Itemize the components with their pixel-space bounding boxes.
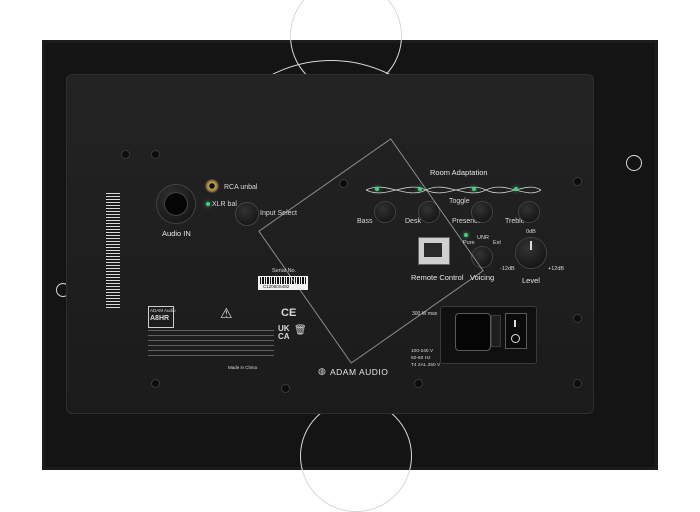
- power-switch-on: [514, 320, 516, 327]
- xlr-input-inner: [165, 193, 187, 215]
- remote-control-port[interactable]: [418, 237, 450, 265]
- audio-in-label: Audio IN: [162, 229, 191, 238]
- level-knob-indicator: [530, 241, 532, 250]
- voicing-mode-pure: Pure: [463, 240, 475, 246]
- xlr-label: XLR bal: [212, 201, 237, 208]
- serial-barcode: [260, 277, 306, 284]
- xlr-led: [206, 202, 210, 206]
- recycle-bin-icon: 🗑: [294, 325, 307, 336]
- treble-button[interactable]: [519, 202, 539, 222]
- power-watts: 300 W max: [412, 311, 438, 317]
- room-led: [472, 187, 476, 191]
- bass-button[interactable]: [375, 202, 395, 222]
- screw: [152, 151, 159, 158]
- treble-label: Treble: [505, 218, 525, 225]
- made-in-label: Made in China: [228, 365, 258, 370]
- serial-value: C12050S482: [263, 284, 290, 289]
- serial-sticker: C12050S482: [258, 276, 308, 290]
- voicing-button[interactable]: [472, 247, 492, 267]
- power-switch[interactable]: [505, 313, 527, 349]
- screw: [415, 380, 422, 387]
- power-fuse: T4 2AL 250 V: [411, 363, 441, 368]
- toggle-label: Toggle: [449, 198, 470, 205]
- room-adaptation-title: Room Adaptation: [430, 168, 488, 177]
- power-voltage-1: 100-240 V: [411, 349, 434, 354]
- remote-control-port-inner: [424, 243, 442, 257]
- level-max-label: +12dB: [548, 266, 565, 272]
- watermark-ring: [300, 400, 412, 512]
- room-led: [514, 187, 518, 191]
- bass-label: Bass: [357, 218, 373, 225]
- presence-button[interactable]: [472, 202, 492, 222]
- screw: [574, 380, 581, 387]
- warning-icon: ⚠: [220, 305, 233, 321]
- voicing-led-pure: [464, 233, 468, 237]
- brand-logo: ADAM AUDIO: [330, 367, 389, 377]
- input-select-label: Input Select: [260, 210, 297, 217]
- power-voltage-2: 50-60 Hz: [411, 356, 431, 361]
- level-label: Level: [522, 276, 540, 285]
- power-switch-off: [511, 334, 520, 343]
- screw: [340, 180, 347, 187]
- rca-input-socket[interactable]: [206, 180, 218, 192]
- room-led: [375, 187, 379, 191]
- level-min-label: -12dB: [500, 266, 515, 272]
- power-inlet[interactable]: [455, 313, 491, 351]
- adam-logo-icon: ◍: [318, 366, 326, 376]
- model-box: [148, 306, 174, 328]
- desk-button[interactable]: [419, 202, 439, 222]
- input-select-button[interactable]: [236, 203, 258, 225]
- remote-control-label: Remote Control: [411, 273, 464, 282]
- screw: [574, 315, 581, 322]
- level-0db-label: 0dB: [526, 229, 536, 235]
- serial-label: Serial No.: [272, 268, 297, 274]
- rca-label: RCA unbal: [224, 184, 258, 191]
- voicing-mode-ext: Ext: [493, 240, 501, 246]
- ce-mark-icon: CE: [281, 307, 297, 319]
- model-number: A8HR: [150, 315, 170, 322]
- heat-sink-ribs: [106, 193, 120, 308]
- desk-label: Desk: [405, 218, 421, 225]
- fuse-holder[interactable]: [491, 315, 501, 347]
- screw: [574, 178, 581, 185]
- fine-print: [148, 330, 274, 360]
- screw: [282, 385, 289, 392]
- model-brand: ADAM Audio: [150, 308, 176, 313]
- presence-label: Presence: [452, 218, 482, 225]
- room-led: [418, 187, 422, 191]
- voicing-mode-unr: UNR: [477, 235, 489, 241]
- screw: [152, 380, 159, 387]
- voicing-label: Voicing: [470, 273, 495, 282]
- watermark-ring: [626, 155, 642, 171]
- screw: [122, 151, 129, 158]
